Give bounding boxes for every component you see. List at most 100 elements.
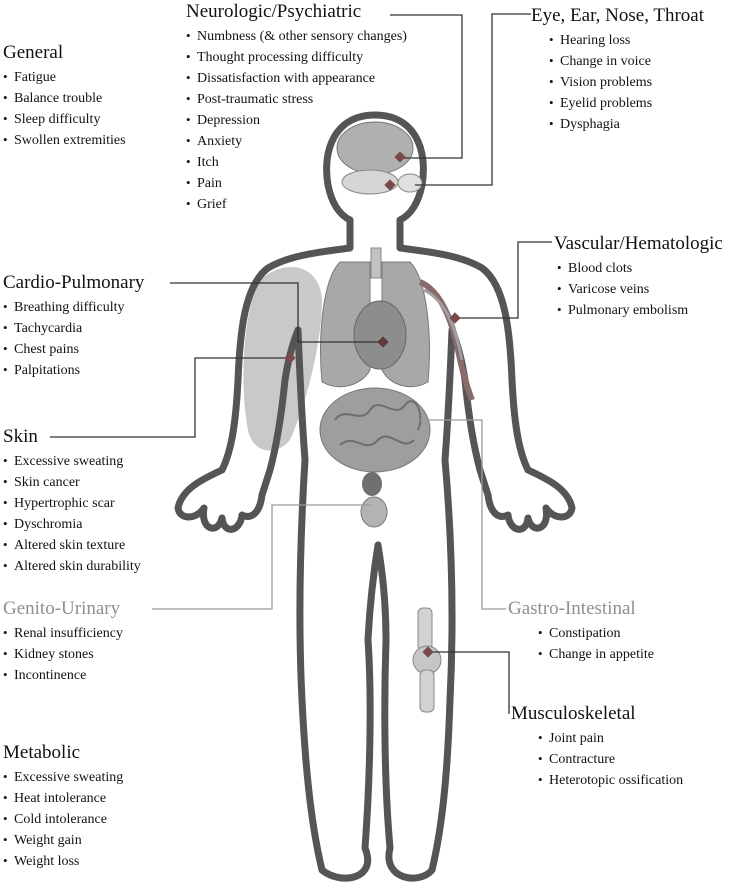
list-item: Hypertrophic scar <box>3 493 141 514</box>
connector-musculo <box>428 651 510 714</box>
connector-eye <box>415 13 531 186</box>
group-general: General Fatigue Balance trouble Sleep di… <box>3 42 126 151</box>
list-skin: Excessive sweating Skin cancer Hypertrop… <box>3 451 141 577</box>
left-lung <box>320 261 371 388</box>
body-outline <box>174 111 576 882</box>
connector-genito <box>152 504 372 610</box>
marker-vascular <box>449 312 461 324</box>
list-item: Joint pain <box>538 728 683 749</box>
list-item: Grief <box>186 194 407 215</box>
list-general: Fatigue Balance trouble Sleep difficulty… <box>3 67 126 151</box>
list-item: Post-traumatic stress <box>186 89 407 110</box>
femur <box>417 607 433 651</box>
list-item: Dissatisfaction with appearance <box>186 68 407 89</box>
connector-skin <box>50 357 290 438</box>
list-item: Skin cancer <box>3 472 141 493</box>
group-metabolic: Metabolic Excessive sweating Heat intole… <box>3 742 123 872</box>
group-vascular-hematologic: Vascular/Hematologic Blood clots Varicos… <box>554 233 723 321</box>
list-item: Renal insufficiency <box>3 623 123 644</box>
list-item: Constipation <box>538 623 654 644</box>
connector-vascular <box>455 241 552 319</box>
heading-neurologic-psychiatric: Neurologic/Psychiatric <box>186 1 362 22</box>
list-neurologic-psychiatric: Numbness (& other sensory changes) Thoug… <box>186 26 407 215</box>
connector-neuro <box>390 14 463 159</box>
heading-genito-urinary: Genito-Urinary <box>3 598 121 619</box>
list-item: Weight loss <box>3 851 123 872</box>
heading-metabolic: Metabolic <box>3 742 81 763</box>
list-item: Altered skin texture <box>3 535 141 556</box>
list-item: Chest pains <box>3 339 144 360</box>
list-item: Breathing difficulty <box>3 297 144 318</box>
heading-eye-ear-nose-throat: Eye, Ear, Nose, Throat <box>531 5 704 26</box>
list-metabolic: Excessive sweating Heat intolerance Cold… <box>3 767 123 872</box>
list-gastro-intestinal: Constipation Change in appetite <box>538 623 654 665</box>
list-item: Weight gain <box>3 830 123 851</box>
group-musculoskeletal: Musculoskeletal Joint pain Contracture H… <box>511 703 683 791</box>
list-item: Eyelid problems <box>549 93 704 114</box>
connector-gastro <box>420 419 506 610</box>
group-genito-urinary: Genito-Urinary Renal insufficiency Kidne… <box>3 598 123 686</box>
list-item: Vision problems <box>549 72 704 93</box>
list-item: Excessive sweating <box>3 451 141 472</box>
group-skin: Skin Excessive sweating Skin cancer Hype… <box>3 426 141 577</box>
list-item: Change in appetite <box>538 644 654 665</box>
list-item: Heat intolerance <box>3 788 123 809</box>
heading-musculoskeletal: Musculoskeletal <box>511 703 636 724</box>
heading-cardio-pulmonary: Cardio-Pulmonary <box>3 272 145 293</box>
connector-cardio <box>170 282 383 343</box>
list-item: Balance trouble <box>3 88 126 109</box>
heading-general: General <box>3 42 64 63</box>
list-item: Dyschromia <box>3 514 141 535</box>
list-item: Sleep difficulty <box>3 109 126 130</box>
heart <box>353 300 407 370</box>
heading-vascular-hematologic: Vascular/Hematologic <box>554 233 723 254</box>
list-eye-ear-nose-throat: Hearing loss Change in voice Vision prob… <box>549 30 704 135</box>
list-item: Fatigue <box>3 67 126 88</box>
list-item: Anxiety <box>186 131 407 152</box>
list-item: Pulmonary embolism <box>557 300 723 321</box>
heading-skin: Skin <box>3 426 38 447</box>
list-cardio-pulmonary: Breathing difficulty Tachycardia Chest p… <box>3 297 144 381</box>
group-gastro-intestinal: Gastro-Intestinal Constipation Change in… <box>508 598 654 665</box>
intestines <box>319 387 431 473</box>
list-item: Varicose veins <box>557 279 723 300</box>
marker-cardio <box>377 336 389 348</box>
list-item: Change in voice <box>549 51 704 72</box>
list-item: Contracture <box>538 749 683 770</box>
list-item: Dysphagia <box>549 114 704 135</box>
arm-vessels <box>418 279 475 402</box>
arm-vessels-2 <box>423 288 464 361</box>
list-item: Hearing loss <box>549 30 704 51</box>
group-cardio-pulmonary: Cardio-Pulmonary Breathing difficulty Ta… <box>3 272 144 381</box>
list-item: Thought processing difficulty <box>186 47 407 68</box>
intestine-coils <box>334 400 422 447</box>
trachea <box>370 247 382 279</box>
rectum <box>362 472 382 496</box>
list-item: Kidney stones <box>3 644 123 665</box>
marker-skin <box>284 352 296 364</box>
list-item: Tachycardia <box>3 318 144 339</box>
list-item: Heterotopic ossification <box>538 770 683 791</box>
group-neurologic-psychiatric: Neurologic/Psychiatric Numbness (& other… <box>186 1 407 215</box>
heading-gastro-intestinal: Gastro-Intestinal <box>508 598 636 619</box>
list-item: Excessive sweating <box>3 767 123 788</box>
list-item: Numbness (& other sensory changes) <box>186 26 407 47</box>
list-item: Palpitations <box>3 360 144 381</box>
list-item: Pain <box>186 173 407 194</box>
bladder <box>360 496 388 528</box>
list-item: Blood clots <box>557 258 723 279</box>
list-musculoskeletal: Joint pain Contracture Heterotopic ossif… <box>538 728 683 791</box>
list-item: Depression <box>186 110 407 131</box>
list-item: Incontinence <box>3 665 123 686</box>
marker-musculo <box>422 646 434 658</box>
list-item: Altered skin durability <box>3 556 141 577</box>
list-item: Itch <box>186 152 407 173</box>
tibia <box>419 669 435 713</box>
list-genito-urinary: Renal insufficiency Kidney stones Incont… <box>3 623 123 686</box>
list-vascular-hematologic: Blood clots Varicose veins Pulmonary emb… <box>557 258 723 321</box>
group-eye-ear-nose-throat: Eye, Ear, Nose, Throat Hearing loss Chan… <box>531 5 704 135</box>
list-item: Cold intolerance <box>3 809 123 830</box>
list-item: Swollen extremities <box>3 130 126 151</box>
